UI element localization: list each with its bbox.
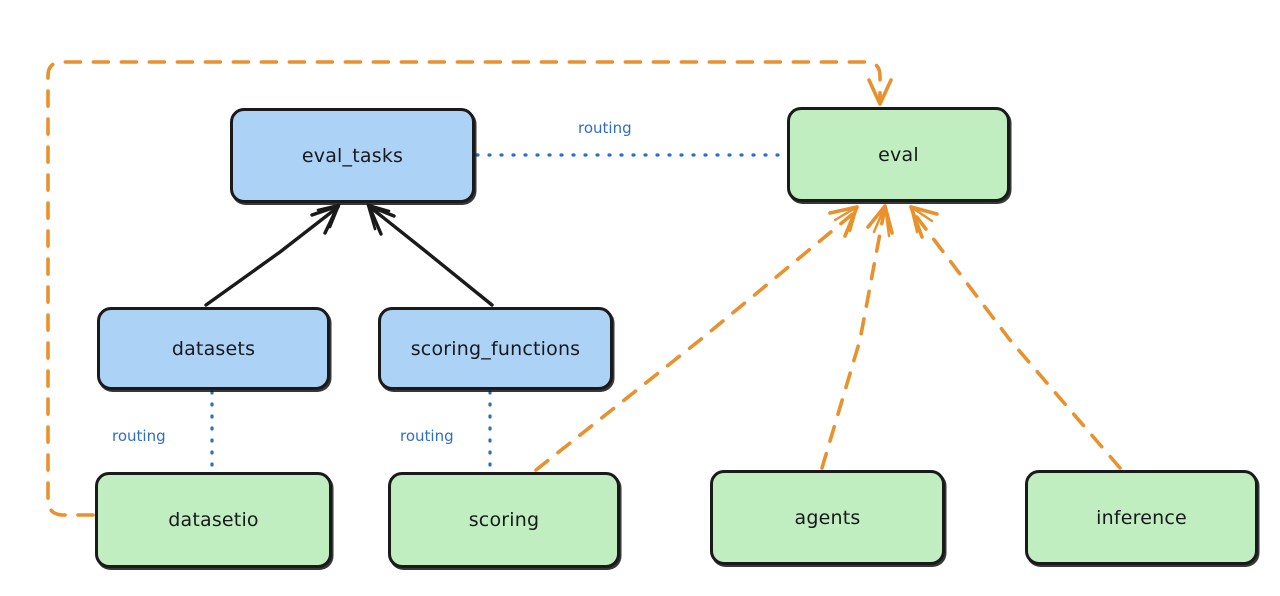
node-inference[interactable]: inference — [1025, 470, 1258, 565]
edge-inference-to-eval-dependency — [909, 205, 1122, 470]
node-scoring-functions[interactable]: scoring_functions — [378, 307, 613, 390]
edge-datasetio-to-eval-dependency — [46, 60, 893, 517]
node-eval[interactable]: eval — [787, 107, 1010, 202]
node-datasets[interactable]: datasets — [97, 307, 330, 390]
node-label: eval_tasks — [301, 144, 404, 167]
edge-scoring-to-eval-dependency — [534, 205, 859, 472]
edge-label-routing-datasets: routing — [112, 427, 166, 445]
node-label: scoring — [468, 509, 540, 531]
edge-label-routing-eval: routing — [578, 119, 632, 137]
node-label: inference — [1096, 506, 1187, 529]
node-label: scoring_functions — [410, 337, 581, 360]
node-datasetio[interactable]: datasetio — [95, 472, 332, 568]
node-label: datasets — [171, 337, 256, 360]
edge-agents-to-eval-dependency — [820, 204, 894, 470]
node-agents[interactable]: agents — [710, 470, 945, 565]
edge-datasets-to-eval_tasks — [204, 203, 341, 307]
node-scoring[interactable]: scoring — [388, 472, 620, 568]
edge-label-routing-scoring: routing — [400, 427, 454, 445]
node-label: datasetio — [168, 509, 259, 531]
edge-scoring_functions-to-eval_tasks — [366, 203, 494, 307]
node-eval-tasks[interactable]: eval_tasks — [230, 108, 475, 203]
node-label: agents — [794, 506, 861, 529]
node-label: eval — [878, 143, 919, 166]
